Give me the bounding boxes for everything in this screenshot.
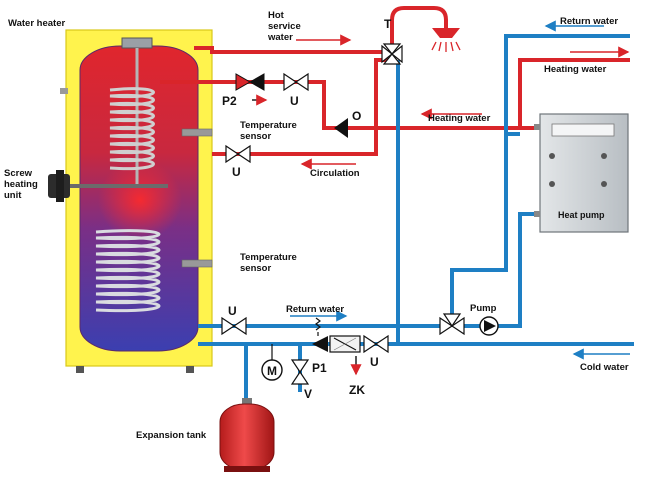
label-u-circulation: U [232,165,241,179]
label-heating-water-top: Heating water [544,64,607,75]
heat-pump-knob-1 [549,153,555,159]
expansion-tank [219,398,275,472]
zk-filter-icon [329,335,361,353]
mixer-three-way-valve-icon [439,313,465,336]
heat-pump-knob-2 [601,153,607,159]
upper-heating-coil [109,87,155,171]
u-valve-return-icon [221,316,247,336]
label-t-valve: T [384,17,392,31]
label-p2: P2 [222,94,237,108]
o-check-valve-icon [334,118,348,138]
label-u-return: U [228,304,237,318]
p2-branch-pipe [212,80,376,130]
heat-pump-knob-4 [601,181,607,187]
hot-service-pipe [194,46,392,54]
label-temperature-sensor-top: Temperature sensor [240,120,299,142]
water-heater [48,29,213,373]
heat-pump-display [551,123,615,137]
u-valve-top-icon [283,72,309,92]
label-return-water-bottom: Return water [286,304,344,315]
t-three-way-valve-icon [381,43,403,65]
label-o: O [352,109,361,123]
label-heating-water-mid: Heating water [428,113,491,124]
temperature-sensor-top-probe [181,128,213,137]
heater-top-cap [121,37,153,49]
heat-pump-return-pipe [498,212,540,328]
label-screw-heating-unit: Screw heating unit [4,168,40,201]
u-valve-circulation-icon [225,144,251,164]
heat-pump-port-top [534,124,540,130]
label-p1: P1 [312,361,327,375]
return-water-top-pipe [504,34,630,128]
temperature-sensor-bottom-probe [181,259,213,268]
heater-side-stub [60,88,68,94]
label-pump: Pump [470,303,497,314]
mixer-up-pipe [450,134,508,318]
heat-pump-port-bottom [534,211,540,217]
p1-safety-valve-icon [312,317,328,352]
circulation-pipe [212,58,392,156]
label-return-water-top: Return water [560,16,618,27]
shower-head-icon [431,28,461,52]
label-expansion-tank: Expansion tank [136,430,207,441]
label-m: M [267,364,277,378]
label-temperature-sensor-bottom: Temperature sensor [240,252,299,274]
heater-foot-right [186,366,194,373]
p2-check-valve-icon [235,73,265,91]
label-heat-pump: Heat pump [558,210,605,220]
u-valve-cold-icon [363,334,389,354]
label-circulation: Circulation [310,168,360,179]
v-valve-icon [290,359,310,385]
label-water-heater: Water heater [8,18,65,29]
heat-pump-knob-3 [549,181,555,187]
manometer-icon [261,344,283,381]
label-v: V [304,387,312,401]
label-zk: ZK [349,383,365,397]
heating-water-out-pipe [518,58,630,128]
lower-heating-coil [95,229,161,313]
heater-glow [98,160,182,240]
label-u-top: U [290,94,299,108]
heat-pump [534,113,629,233]
shower-riser-pipe [390,6,448,44]
screw-heating-unit [48,170,168,202]
label-cold-water: Cold water [580,362,629,373]
pump-icon [479,316,499,336]
label-u-cold: U [370,355,379,369]
heater-foot-left [76,366,84,373]
label-hot-service-water: Hot service water [267,10,303,43]
